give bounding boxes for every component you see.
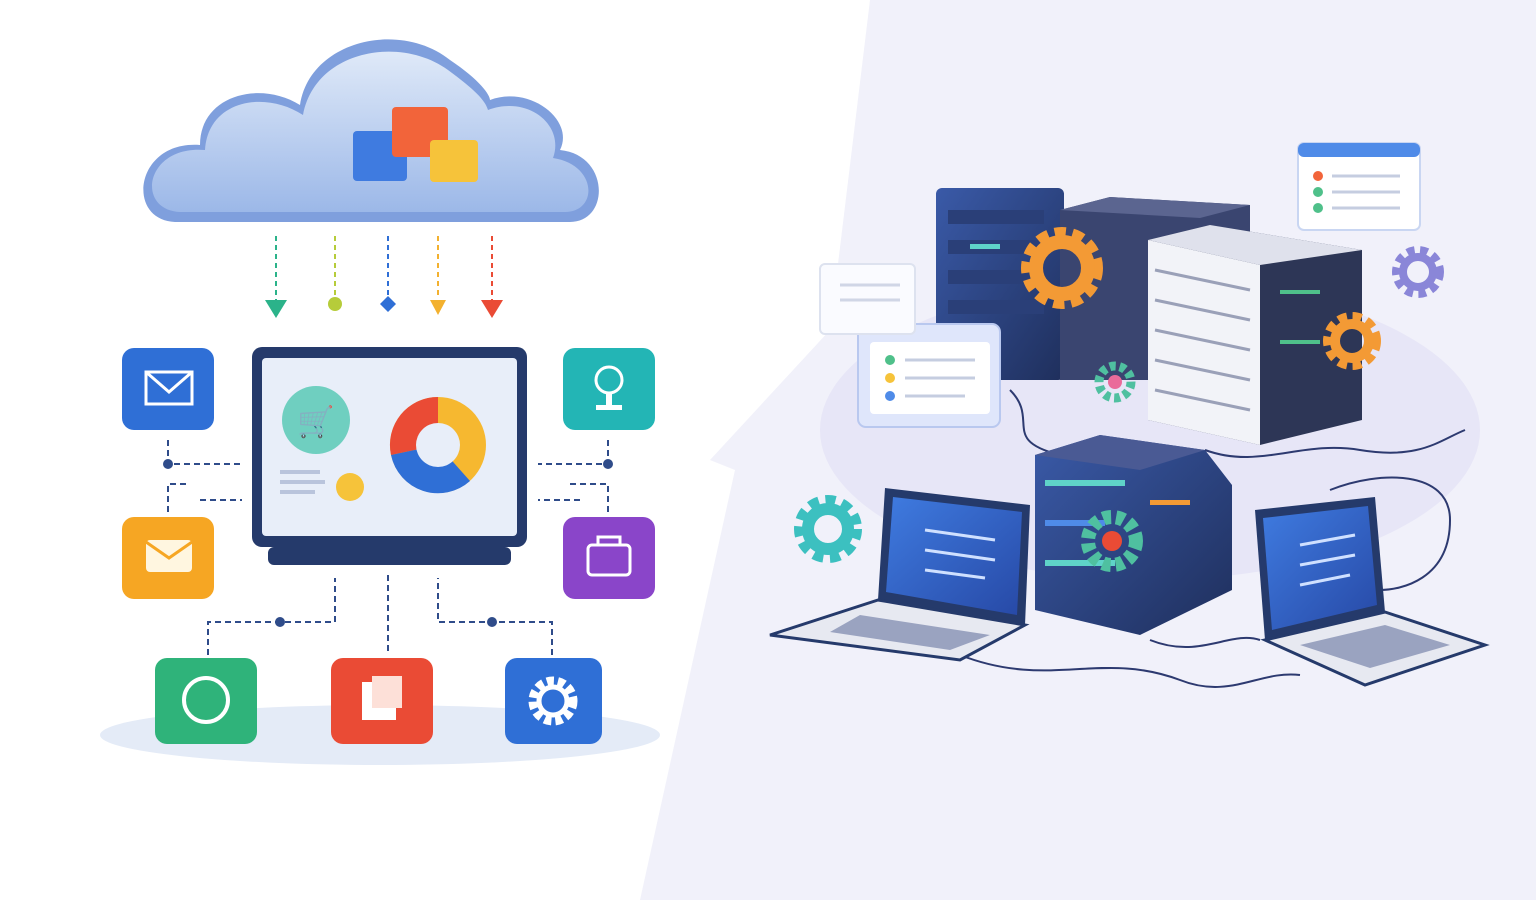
documents-icon (331, 658, 433, 744)
svg-text:🛒: 🛒 (297, 404, 334, 440)
gear-icon (794, 495, 862, 563)
network-cables (959, 389, 1466, 688)
connector-lines (163, 440, 613, 655)
bag-icon (563, 517, 655, 599)
gear-icon (1094, 361, 1136, 403)
browser-window (1297, 142, 1421, 231)
server-rack (1148, 225, 1362, 445)
laptop (769, 488, 1030, 662)
gear-icon (1021, 227, 1103, 309)
webcam-icon (563, 348, 655, 430)
gear-icon (505, 658, 602, 744)
sync-icon (155, 658, 257, 744)
message-icon (122, 517, 214, 599)
gear-icon (1392, 246, 1444, 298)
chat-window (857, 323, 1001, 428)
data-arrows (265, 236, 503, 318)
laptop (1255, 497, 1490, 687)
cloud-icon (143, 39, 599, 222)
gear-icon (1081, 510, 1143, 572)
browser-window (819, 263, 916, 335)
gear-icon (1323, 312, 1381, 370)
email-icon (122, 348, 214, 430)
monitor-dashboard: 🛒 (252, 347, 527, 565)
